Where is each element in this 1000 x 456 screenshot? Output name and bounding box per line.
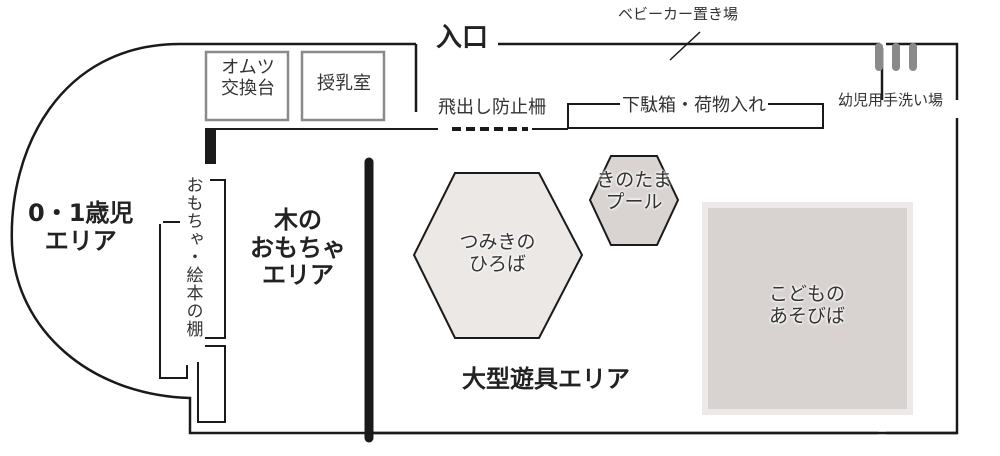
ball-pool-label: きのたま プール — [594, 169, 674, 214]
infant-area-label: 0・1歳児 エリア — [28, 199, 134, 255]
wood-toys-line1: 木の — [274, 206, 322, 234]
infant-area-line2: エリア — [44, 226, 117, 255]
shelf-label: おもちゃ・絵本の棚 — [182, 176, 203, 338]
diaper-label-line2: 交換台 — [221, 77, 275, 99]
nursing-room — [300, 50, 386, 122]
blocks-zone-label: つみきの ひろば — [440, 231, 555, 276]
kids-play-label: こどもの あそびば — [752, 283, 862, 328]
shelf-lower — [197, 345, 226, 423]
blocks-zone[interactable] — [412, 172, 584, 339]
blocks-line1: つみきの — [459, 231, 536, 253]
kids-play-line1: こどもの — [768, 283, 845, 305]
diaper-room — [204, 50, 290, 122]
faucet-icons — [875, 43, 917, 71]
wood-toys-line3: エリア — [262, 261, 334, 290]
ball-pool-zone[interactable] — [588, 155, 680, 246]
infant-area-line1: 0・1歳児 — [28, 199, 134, 227]
outer-wall-left — [10, 42, 416, 435]
blocks-line2: ひろば — [468, 252, 526, 275]
handwash-label: 幼児用手洗い場 — [838, 91, 944, 109]
shoe-box-label: 下駄箱・荷物入れ — [620, 95, 768, 117]
entrance-label: 入口 — [436, 23, 489, 53]
shelf-upper — [205, 179, 226, 339]
diaper-room-label: オムツ 交換台 — [206, 57, 290, 99]
fence-label: 飛出し防止柵 — [438, 97, 546, 118]
kids-play-zone[interactable] — [702, 202, 913, 415]
inner-wall-stub — [205, 129, 216, 164]
wood-toys-area-label: 木の おもちゃ エリア — [238, 206, 358, 290]
ball-pool-line1: きのたま — [596, 169, 672, 191]
infant-area-bracket — [159, 221, 188, 379]
nursing-room-label: 授乳室 — [317, 73, 371, 94]
ball-pool-line2: プール — [605, 190, 663, 213]
large-play-area-label: 大型遊具エリア — [462, 365, 630, 393]
diaper-label-line1: オムツ — [221, 57, 275, 78]
stroller-pointer — [669, 31, 701, 61]
wood-toys-line2: おもちゃ — [250, 233, 346, 262]
stroller-area-label: ベビーカー置き場 — [618, 5, 739, 23]
kids-play-line2: あそびば — [768, 304, 845, 327]
